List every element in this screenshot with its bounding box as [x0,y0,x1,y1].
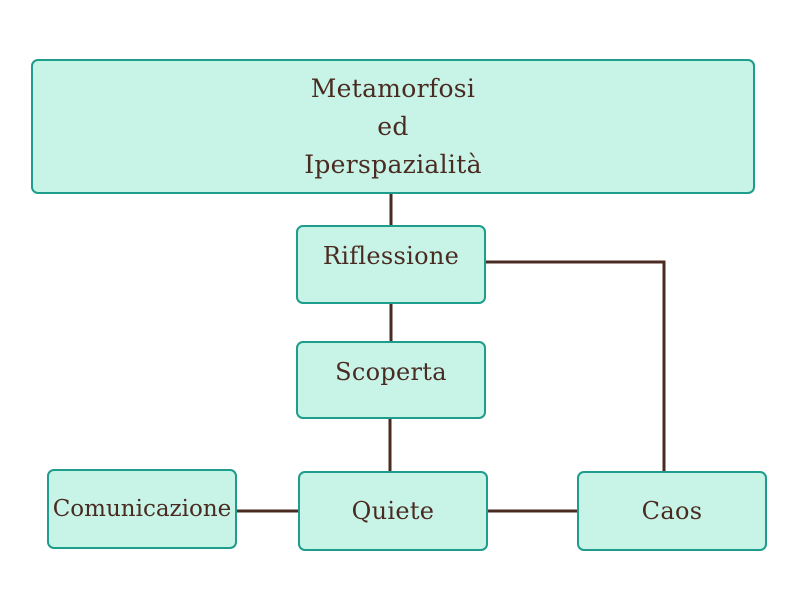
node-label: Metamorfosi ed Iperspazialità [304,73,482,179]
node-label: Riflessione [322,242,460,270]
node-label: Comunicazione [52,496,232,522]
node-caos: Caos [577,471,767,551]
node-label: Caos [641,497,703,525]
node-scoperta: Scoperta [296,341,486,419]
edge-riflessione-caos [486,260,666,471]
node-label: Quiete [351,497,435,525]
node-quiete: Quiete [298,471,488,551]
node-riflessione: Riflessione [296,225,486,304]
node-metamorfosi-ed-iperspazialita: Metamorfosi ed Iperspazialità [31,59,755,194]
node-comunicazione: Comunicazione [47,469,237,549]
node-label: Scoperta [335,358,447,386]
